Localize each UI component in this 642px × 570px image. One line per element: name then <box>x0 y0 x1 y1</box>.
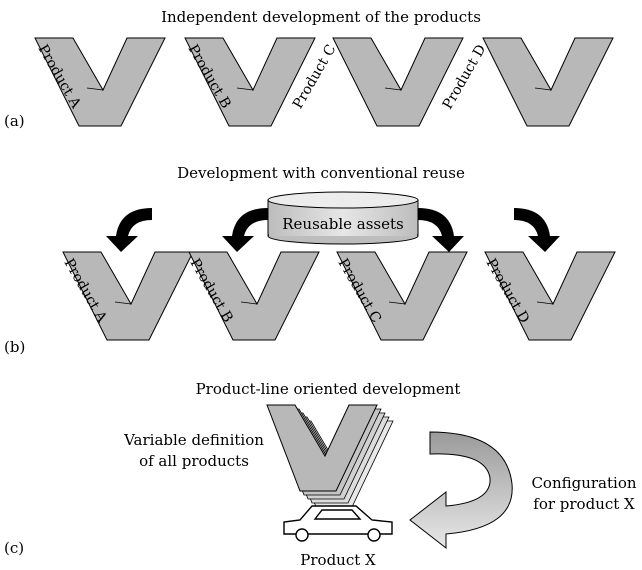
product-x-label: Product X <box>300 551 376 569</box>
car-icon <box>283 505 393 542</box>
configuration-arrow <box>409 431 513 550</box>
panel-b-letter: (b) <box>4 338 25 356</box>
reuse-arrow-left-inner <box>222 208 268 252</box>
panel-a-title: Independent development of the products <box>161 8 481 26</box>
panel-a-letter: (a) <box>4 112 25 130</box>
panel-c-letter: (c) <box>4 539 24 557</box>
reuse-arrow-right-outer <box>514 208 560 252</box>
panel-c: Product-line oriented development Variab… <box>4 380 637 569</box>
reuse-arrow-left-outer <box>106 208 152 252</box>
panel-c-title: Product-line oriented development <box>196 380 461 398</box>
variable-definition-line2: of all products <box>139 452 249 470</box>
panel-b: Development with conventional reuse Reus… <box>4 164 616 356</box>
stacked-v-models <box>266 404 394 508</box>
panel-a: Independent development of the products … <box>4 8 614 130</box>
reusable-assets-cylinder: Reusable assets <box>267 191 419 245</box>
variable-definition-line1: Variable definition <box>123 431 264 449</box>
reusable-assets-label: Reusable assets <box>282 215 403 233</box>
configuration-line1: Configuration <box>531 474 636 492</box>
configuration-line2: for product X <box>533 495 635 513</box>
reuse-arrow-right-inner <box>418 208 464 252</box>
v-model-c <box>332 37 464 127</box>
v-model-d <box>482 37 614 127</box>
panel-b-title: Development with conventional reuse <box>177 164 465 182</box>
